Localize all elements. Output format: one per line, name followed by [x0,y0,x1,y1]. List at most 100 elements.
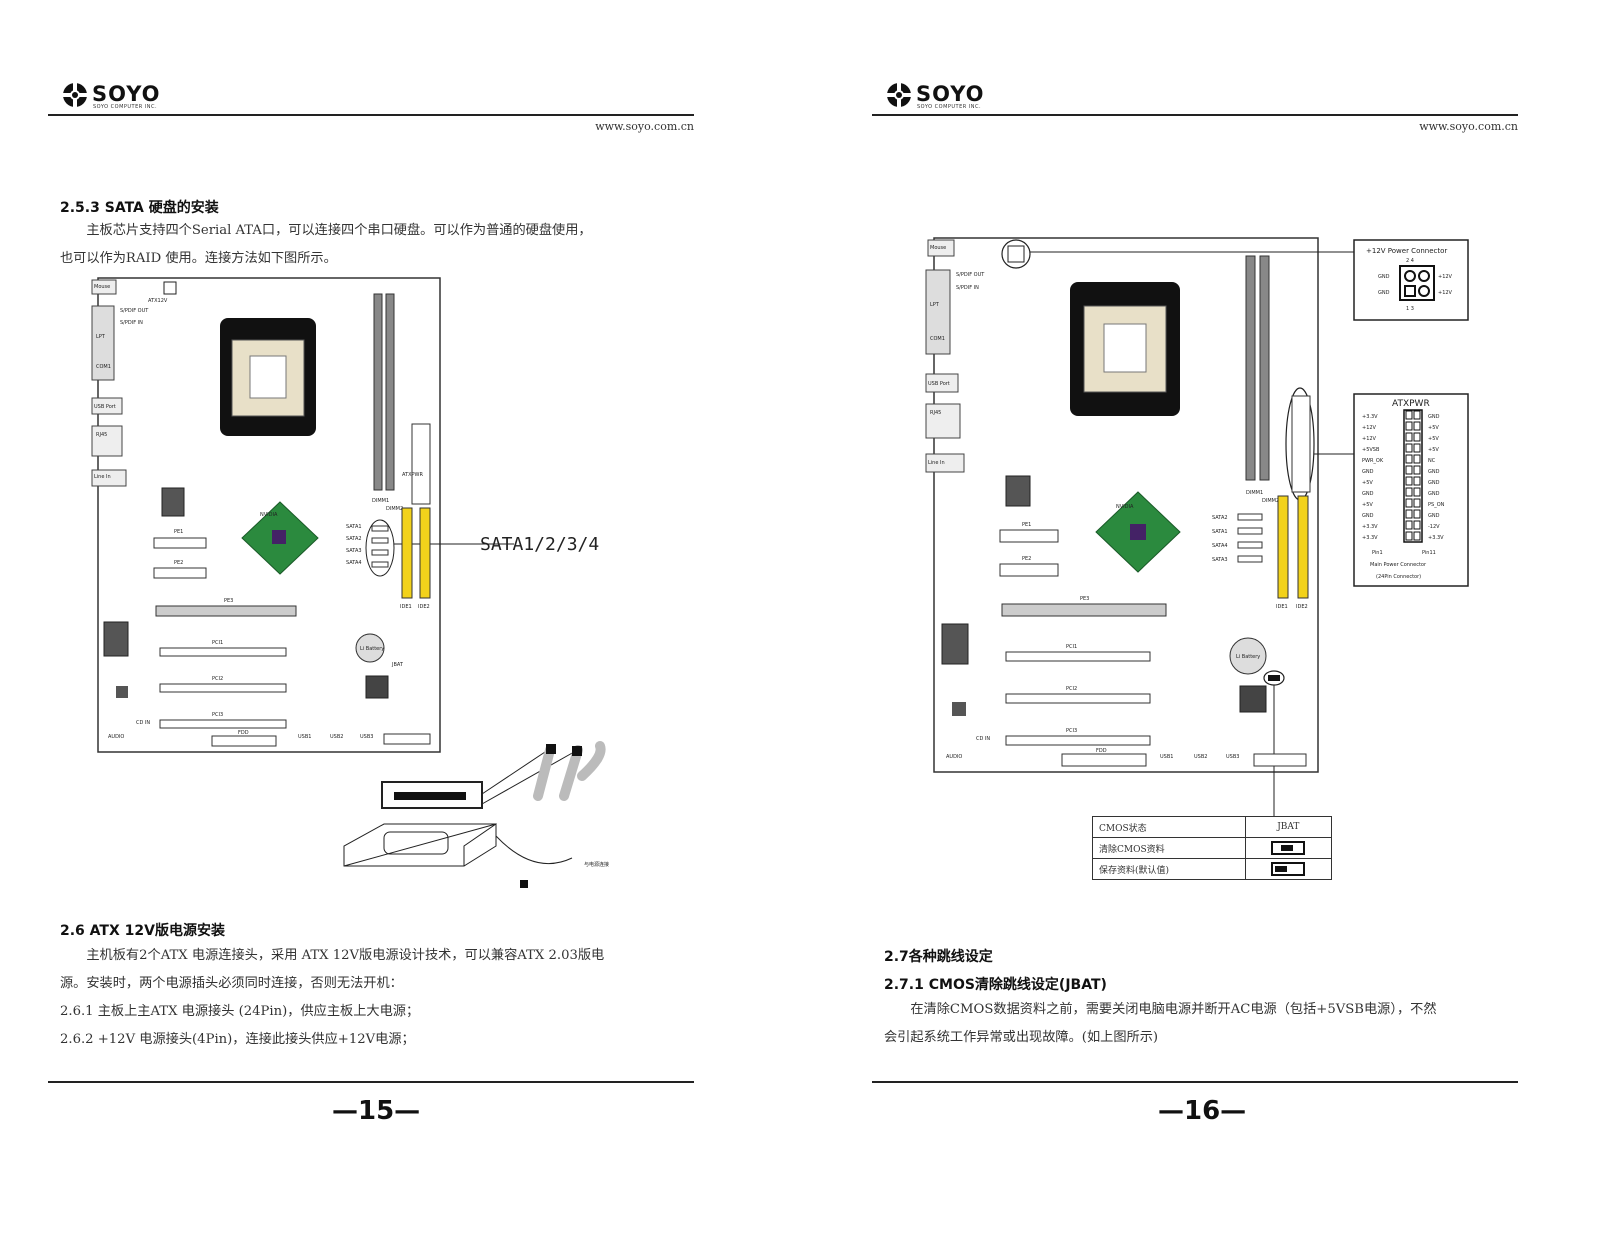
sata-connector-pins [394,792,466,800]
front-panel-header [1253,753,1307,767]
atxpwr-right-pin-5: NC [1428,458,1436,464]
table-row: 保存资料(默认值) [1092,858,1333,880]
label-sata1: SATA1 [1212,529,1228,535]
atx12v-pins-bot: 1 3 [1406,306,1414,312]
cable-plug-1 [546,744,556,754]
jbat-table: CMOS状态 JBAT 清除CMOS资料 保存资料(默认值) [1092,816,1333,880]
label-mouse: Mouse [94,284,110,290]
table-row: 清除CMOS资料 [1092,837,1333,859]
atx12v-pin-1 [1404,285,1416,297]
battery [1229,637,1267,675]
mouse-port [91,279,117,295]
pci3-slot [1005,735,1151,746]
atxpwr-left-pin-12: +3.3V [1362,535,1378,541]
atxpwr-right-pin-4: +5V [1428,447,1439,453]
ide2-slot [1297,495,1309,599]
label-dimm1: DIMM1 [372,498,389,504]
page-16: SOYO SOYO COMPUTER INC. www.soyo.com.cn … [860,0,1600,1237]
atxpwr-connector [1291,395,1311,493]
audio-jacks [91,469,127,487]
soyo-logo: SOYO SOYO COMPUTER INC. [60,78,180,112]
label-atx12v: ATX12V [148,298,168,304]
label-sata4: SATA4 [1212,543,1228,549]
atxpwr-left-pin-3: +12V [1362,436,1377,442]
ide1-slot [401,507,413,599]
atxpwr-right-pin-9: PS_ON [1428,502,1445,508]
atx12v-12v-top: +12V [1438,274,1453,280]
label-usb1: USB1 [298,734,311,740]
pci2-slot [159,683,287,693]
sata2-port [1237,513,1263,521]
section-2-6-line1: 主机板有2个ATX 电源连接头，采用 ATX 12V版电源设计技术，可以兼容AT… [60,948,605,963]
pe2-slot [999,563,1059,577]
label-spdif-in: S/PDIF IN [120,320,143,326]
label-spdif-out: S/PDIF OUT [120,308,149,314]
label-battery: Li Battery [360,646,384,652]
pe3-slot [155,605,297,617]
atxpwr-cell-right-7 [1413,476,1421,486]
cpu-socket-center [1103,323,1147,373]
label-mouse: Mouse [930,245,946,251]
atxpwr-cell-left-10 [1405,509,1413,519]
atxpwr-cell-right-9 [1413,498,1421,508]
chipset-die [1130,524,1146,540]
atxpwr-right-pin-1: GND [1428,414,1440,420]
atxpwr-cell-right-11 [1413,520,1421,530]
small-chip [952,702,966,716]
atxpwr-cell-left-7 [1405,476,1413,486]
audio-chip [103,621,129,657]
label-lpt: LPT [96,334,106,340]
atxpwr-cell-right-6 [1413,465,1421,475]
table-row: CMOS状态 JBAT [1092,816,1333,838]
usb-port [91,397,123,415]
section-2-7-1-line1: 在清除CMOS数据资料之前，需要关闭电脑电源并断开AC电源（包括+5VSB电源）… [884,1002,1437,1017]
atxpwr-right-pin-10: GND [1428,513,1440,519]
atxpwr-cell-left-12 [1405,531,1413,541]
pe3-slot [1001,603,1167,617]
jbat-header-jbat: JBAT [1244,816,1333,838]
atxpwr-cell-left-8 [1405,487,1413,497]
io-chip [161,487,185,517]
label-line-in: Line In [928,460,945,466]
label-fdd: FDD [238,730,249,736]
section-2-6-2: 2.6.2 +12V 电源接头(4Pin)，连接此接头供应+12V电源； [60,1032,415,1047]
atxpwr-cell-left-11 [1405,520,1413,530]
label-usb3: USB3 [360,734,373,740]
header-url: www.soyo.com.cn [595,120,694,133]
page-number-16: —16— [1158,1096,1247,1126]
atxpwr-left-pin-11: +3.3V [1362,524,1378,530]
label-atxpwr: ATXPWR [402,472,423,478]
label-fdd: FDD [1096,748,1107,754]
io-chip [1005,475,1031,507]
dimm1-slot [1245,255,1256,481]
label-com1: COM1 [930,336,945,342]
sata3-port [1237,555,1263,563]
atxpwr-cell-right-5 [1413,454,1421,464]
jbat-row-keep: 保存资料(默认值) [1092,858,1246,880]
atxpwr-cell-left-6 [1405,465,1413,475]
label-line-in: Line In [94,474,111,480]
atxpwr-right-pin-6: GND [1428,469,1440,475]
soyo-logo-mark-icon [61,81,89,109]
sata4-port [371,561,389,568]
atx12v-connector [163,281,177,295]
pci2-slot [1005,693,1151,704]
motherboard-diagram-power: Mouse S/PDIF OUT S/PDIF IN LPT COM1 USB … [925,237,1469,816]
atxpwr-left-pin-9: +5V [1362,502,1373,508]
jumper-clear-icon [1271,841,1306,855]
footer-rule [872,1081,1518,1083]
jbat-header-state: CMOS状态 [1092,816,1246,838]
atxpwr-cell-right-2 [1413,421,1421,431]
label-pci3: PCI3 [212,712,223,718]
atxpwr-right-pin-7: GND [1428,480,1440,486]
label-pci1: PCI1 [1066,644,1077,650]
sata1-port [1237,527,1263,535]
lpt-com-ports [925,269,951,355]
cpu-socket-center [249,355,287,399]
dimm1-slot [373,293,383,491]
section-2-7-1-line2: 会引起系统工作异常或出现故障。(如上图所示) [884,1030,1159,1045]
audio-jacks [925,453,965,473]
chipset-die [272,530,286,544]
atx12v-highlight-circle [1001,239,1031,269]
